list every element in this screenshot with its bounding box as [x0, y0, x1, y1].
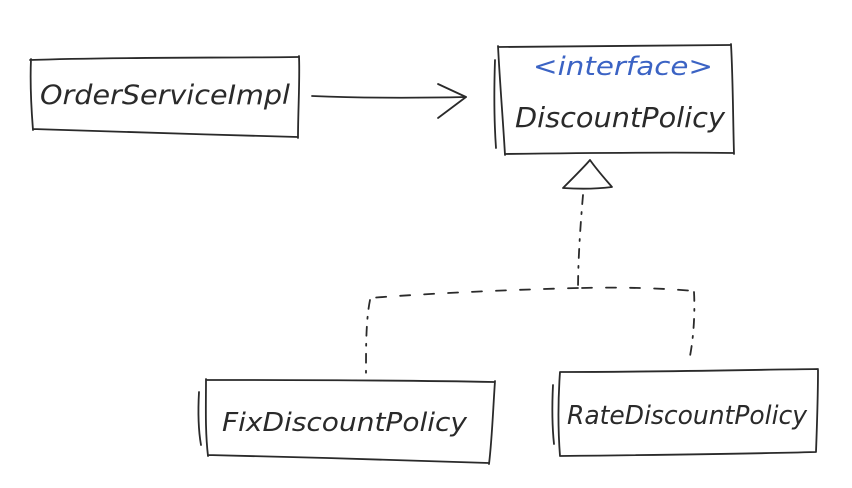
order-service-impl-box	[29, 55, 301, 139]
fix-discount-policy-label: FixDiscountPolicy	[222, 408, 468, 438]
discount-policy-label: DiscountPolicy	[515, 101, 725, 134]
fix-realization-drop-line	[365, 299, 371, 375]
rate-discount-policy-box	[557, 368, 819, 457]
realization-trunk-line	[577, 194, 584, 293]
rate-discount-policy-node: RateDiscountPolicy	[551, 368, 819, 457]
interface-stereotype: <interface>	[533, 52, 713, 82]
order-service-impl-label: OrderServiceImpl	[40, 80, 291, 111]
realization-branch-left	[369, 287, 579, 299]
realization-triangle-icon	[562, 159, 613, 190]
dependency-arrow	[311, 83, 467, 119]
rate-discount-policy-label: RateDiscountPolicy	[567, 401, 808, 431]
realization-branch-right	[581, 286, 695, 292]
rate-discount-policy-left-stroke	[551, 384, 555, 445]
fix-discount-policy-left-stroke	[197, 391, 202, 446]
realization-connectors	[365, 194, 696, 375]
fix-discount-policy-box	[204, 378, 496, 465]
discount-policy-node: <interface> DiscountPolicy	[493, 43, 735, 156]
discount-policy-box	[497, 43, 735, 156]
rate-realization-drop-line	[689, 291, 696, 357]
dependency-arrow-line	[311, 95, 467, 99]
fix-discount-policy-node: FixDiscountPolicy	[197, 378, 496, 465]
dependency-arrowhead	[437, 83, 467, 119]
order-service-impl-node: OrderServiceImpl	[29, 55, 301, 139]
discount-policy-left-stroke	[493, 59, 497, 149]
